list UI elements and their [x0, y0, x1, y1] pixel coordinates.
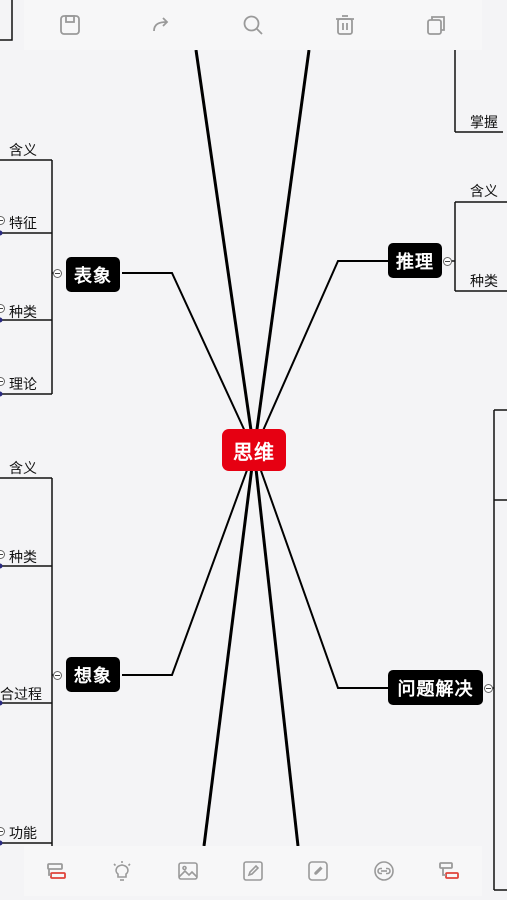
collapse-toggle-xiangxiang[interactable] [53, 671, 62, 680]
collapse-toggle-tezheng[interactable] [0, 216, 5, 225]
leaf-xiangxiang-guocheng[interactable]: 合过程 [0, 687, 42, 703]
branch-node-wentijiejue[interactable]: 问题解决 [388, 670, 483, 705]
save-icon[interactable] [54, 9, 86, 41]
leaf-biaoxiang-tezheng[interactable]: 特征 [9, 216, 37, 232]
collapse-toggle-gongneng[interactable] [0, 827, 5, 836]
top-left-fragment [0, 0, 13, 41]
redo-icon[interactable] [145, 9, 177, 41]
collapse-toggle-zhonglei[interactable] [0, 304, 5, 313]
central-node[interactable]: 思维 [222, 429, 286, 471]
edit-icon[interactable] [237, 855, 269, 887]
bottom-toolbar [24, 846, 482, 896]
top-right-bracket [454, 40, 503, 133]
central-connectors [194, 49, 311, 847]
branch-connectors [122, 260, 388, 689]
leaf-biaoxiang-zhonglei[interactable]: 种类 [9, 305, 37, 321]
leaf-xiangxiang-gongneng[interactable]: 功能 [9, 826, 37, 842]
collapse-toggle-xx-zhonglei[interactable] [0, 550, 5, 559]
leaf-tuili-zhonglei[interactable]: 种类 [470, 274, 498, 290]
xiangxiang-bracket [0, 477, 60, 846]
idea-icon[interactable] [106, 855, 138, 887]
image-icon[interactable] [172, 855, 204, 887]
top-toolbar [24, 0, 482, 50]
delete-icon[interactable] [329, 9, 361, 41]
branch-node-xiangxiang[interactable]: 想象 [66, 657, 120, 692]
leaf-xiangxiang-hanyi[interactable]: 含义 [9, 461, 37, 477]
collapse-toggle-tuili[interactable] [443, 257, 452, 266]
search-icon[interactable] [237, 9, 269, 41]
attachment-icon[interactable] [302, 855, 334, 887]
leaf-xiangxiang-zhonglei[interactable]: 种类 [9, 550, 37, 566]
add-sibling-icon[interactable] [41, 855, 73, 887]
collapse-toggle-biaoxiang[interactable] [53, 269, 62, 278]
branch-node-tuili[interactable]: 推理 [388, 243, 442, 278]
link-icon[interactable] [368, 855, 400, 887]
wentijiejue-bracket [488, 409, 507, 891]
add-child-icon[interactable] [433, 855, 465, 887]
biaoxiang-bracket [0, 159, 60, 395]
leaf-tuili-hanyi[interactable]: 含义 [470, 184, 498, 200]
copy-icon[interactable] [420, 9, 452, 41]
branch-node-biaoxiang[interactable]: 表象 [66, 257, 120, 292]
collapse-toggle-wentijiejue[interactable] [484, 684, 493, 693]
leaf-end-dots [0, 230, 3, 846]
leaf-zhangwo[interactable]: 掌握 [470, 115, 498, 131]
leaf-biaoxiang-hanyi[interactable]: 含义 [9, 143, 37, 159]
leaf-biaoxiang-lilun[interactable]: 理论 [9, 377, 37, 393]
collapse-toggle-lilun[interactable] [0, 377, 5, 386]
